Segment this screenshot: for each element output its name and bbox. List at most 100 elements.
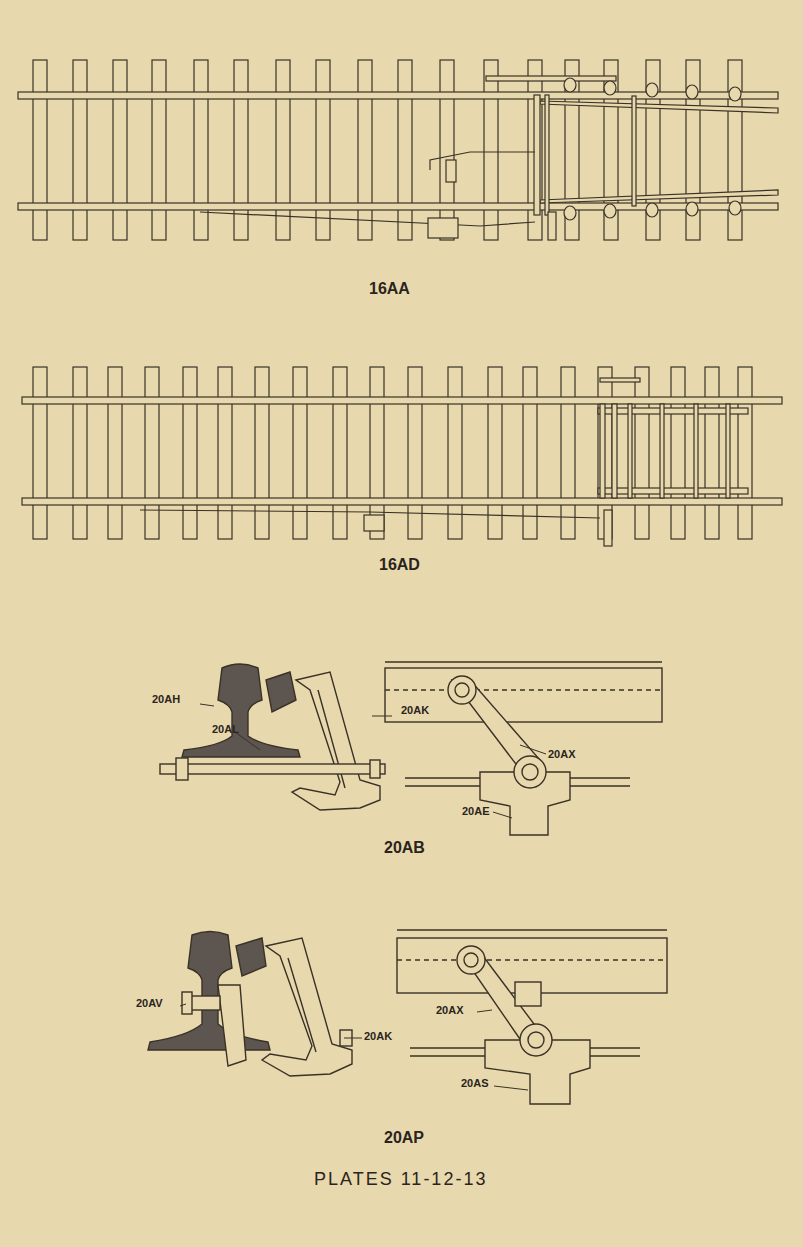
drawing-stroke xyxy=(440,60,454,240)
drawing-stroke xyxy=(218,985,246,1066)
drawing-stroke xyxy=(73,367,87,539)
drawing-stroke xyxy=(398,60,412,240)
drawing-stroke xyxy=(686,60,700,240)
callout-number: 20AX xyxy=(548,749,576,760)
drawing-stroke xyxy=(176,758,188,780)
drawing-stroke xyxy=(397,929,667,930)
drawing-stroke xyxy=(548,212,556,240)
drawing-stroke xyxy=(628,404,632,498)
drawing-stroke xyxy=(108,367,122,539)
drawing-stroke xyxy=(333,367,347,539)
drawing-stroke xyxy=(448,367,462,539)
figure-number: 20AP xyxy=(384,1130,424,1146)
drawing-stroke xyxy=(262,938,352,1076)
drawing-stroke xyxy=(18,92,778,99)
drawing-stroke xyxy=(182,664,300,757)
drawing-stroke xyxy=(545,95,549,215)
drawing-stroke xyxy=(520,1024,552,1056)
callout-number: 20AK xyxy=(364,1031,392,1042)
drawing-stroke xyxy=(292,672,380,810)
drawing-stroke xyxy=(686,85,698,99)
plan-16aa xyxy=(18,60,778,240)
detail-20ab xyxy=(160,662,662,835)
figure-number: 16AD xyxy=(379,557,420,573)
drawing-stroke xyxy=(604,204,616,218)
drawing-stroke xyxy=(385,661,662,662)
drawing-stroke xyxy=(266,672,296,712)
drawing-stroke xyxy=(145,367,159,539)
drawing-stroke xyxy=(528,60,542,240)
drawing-stroke xyxy=(385,668,662,722)
drawing-stroke xyxy=(370,367,384,539)
drawing-stroke xyxy=(200,212,535,226)
drawing-stroke xyxy=(488,367,502,539)
drawing-stroke xyxy=(514,756,546,788)
drawing-stroke xyxy=(255,367,269,539)
drawing-stroke xyxy=(194,60,208,240)
drawing-stroke xyxy=(515,982,541,1006)
drawing-stroke xyxy=(604,60,618,240)
callout-number: 20AL xyxy=(212,724,239,735)
drawing-stroke xyxy=(182,992,192,1014)
drawing-stroke xyxy=(22,498,782,505)
drawing-stroke xyxy=(276,60,290,240)
drawing-stroke xyxy=(148,932,270,1051)
drawing-stroke xyxy=(660,404,664,498)
drawing-stroke xyxy=(180,1004,528,1090)
drawing-stroke xyxy=(561,367,575,539)
callout-number: 20AK xyxy=(401,705,429,716)
figure-number: 20AB xyxy=(384,840,425,856)
drawing-stroke xyxy=(385,689,660,690)
drawing-stroke xyxy=(486,76,616,81)
drawing-stroke xyxy=(316,60,330,240)
plan-16ad xyxy=(22,367,782,546)
drawing-stroke xyxy=(152,60,166,240)
drawing-stroke xyxy=(738,367,752,539)
drawing-stroke xyxy=(632,96,636,206)
drawing-stroke xyxy=(484,60,498,240)
drawing-stroke xyxy=(446,160,456,182)
drawing-stroke xyxy=(612,404,617,498)
drawing-stroke xyxy=(455,683,469,697)
drawing-stroke xyxy=(18,203,778,210)
drawing-stroke xyxy=(540,190,778,203)
detail-20ap xyxy=(148,930,667,1104)
drawing-stroke xyxy=(705,367,719,539)
drawing-stroke xyxy=(183,367,197,539)
drawing-stroke xyxy=(729,87,741,101)
drawing-stroke xyxy=(397,959,665,960)
drawing-stroke xyxy=(600,378,640,382)
callout-number: 20AH xyxy=(152,694,180,705)
drawing-stroke xyxy=(522,764,538,780)
callout-number: 20AV xyxy=(136,998,163,1009)
callout-number: 20AX xyxy=(436,1005,464,1016)
drawing-stroke xyxy=(293,367,307,539)
drawing-stroke xyxy=(540,101,778,113)
drawing-stroke xyxy=(646,60,660,240)
drawing-stroke xyxy=(288,958,316,1052)
drawing-stroke xyxy=(428,218,458,238)
drawing-stroke xyxy=(113,60,127,240)
drawing-stroke xyxy=(604,81,616,95)
drawing-stroke xyxy=(464,953,478,967)
drawing-stroke xyxy=(236,938,266,976)
callout-number: 20AS xyxy=(461,1078,489,1089)
drawing-stroke xyxy=(364,515,384,531)
drawing-stroke xyxy=(646,83,658,97)
drawing-stroke xyxy=(728,60,742,240)
drawing-stroke xyxy=(448,676,476,704)
drawing-stroke xyxy=(565,60,579,240)
drawing-stroke xyxy=(686,202,698,216)
drawing-stroke xyxy=(528,1032,544,1048)
drawing-stroke xyxy=(160,764,385,774)
drawing-stroke xyxy=(22,397,782,404)
drawing-stroke xyxy=(200,704,546,818)
drawing-stroke xyxy=(534,95,540,215)
drawing-stroke xyxy=(33,367,47,539)
drawing-stroke xyxy=(564,78,576,92)
drawing-stroke xyxy=(33,60,47,240)
drawing-stroke xyxy=(234,60,248,240)
drawing-stroke xyxy=(523,367,537,539)
